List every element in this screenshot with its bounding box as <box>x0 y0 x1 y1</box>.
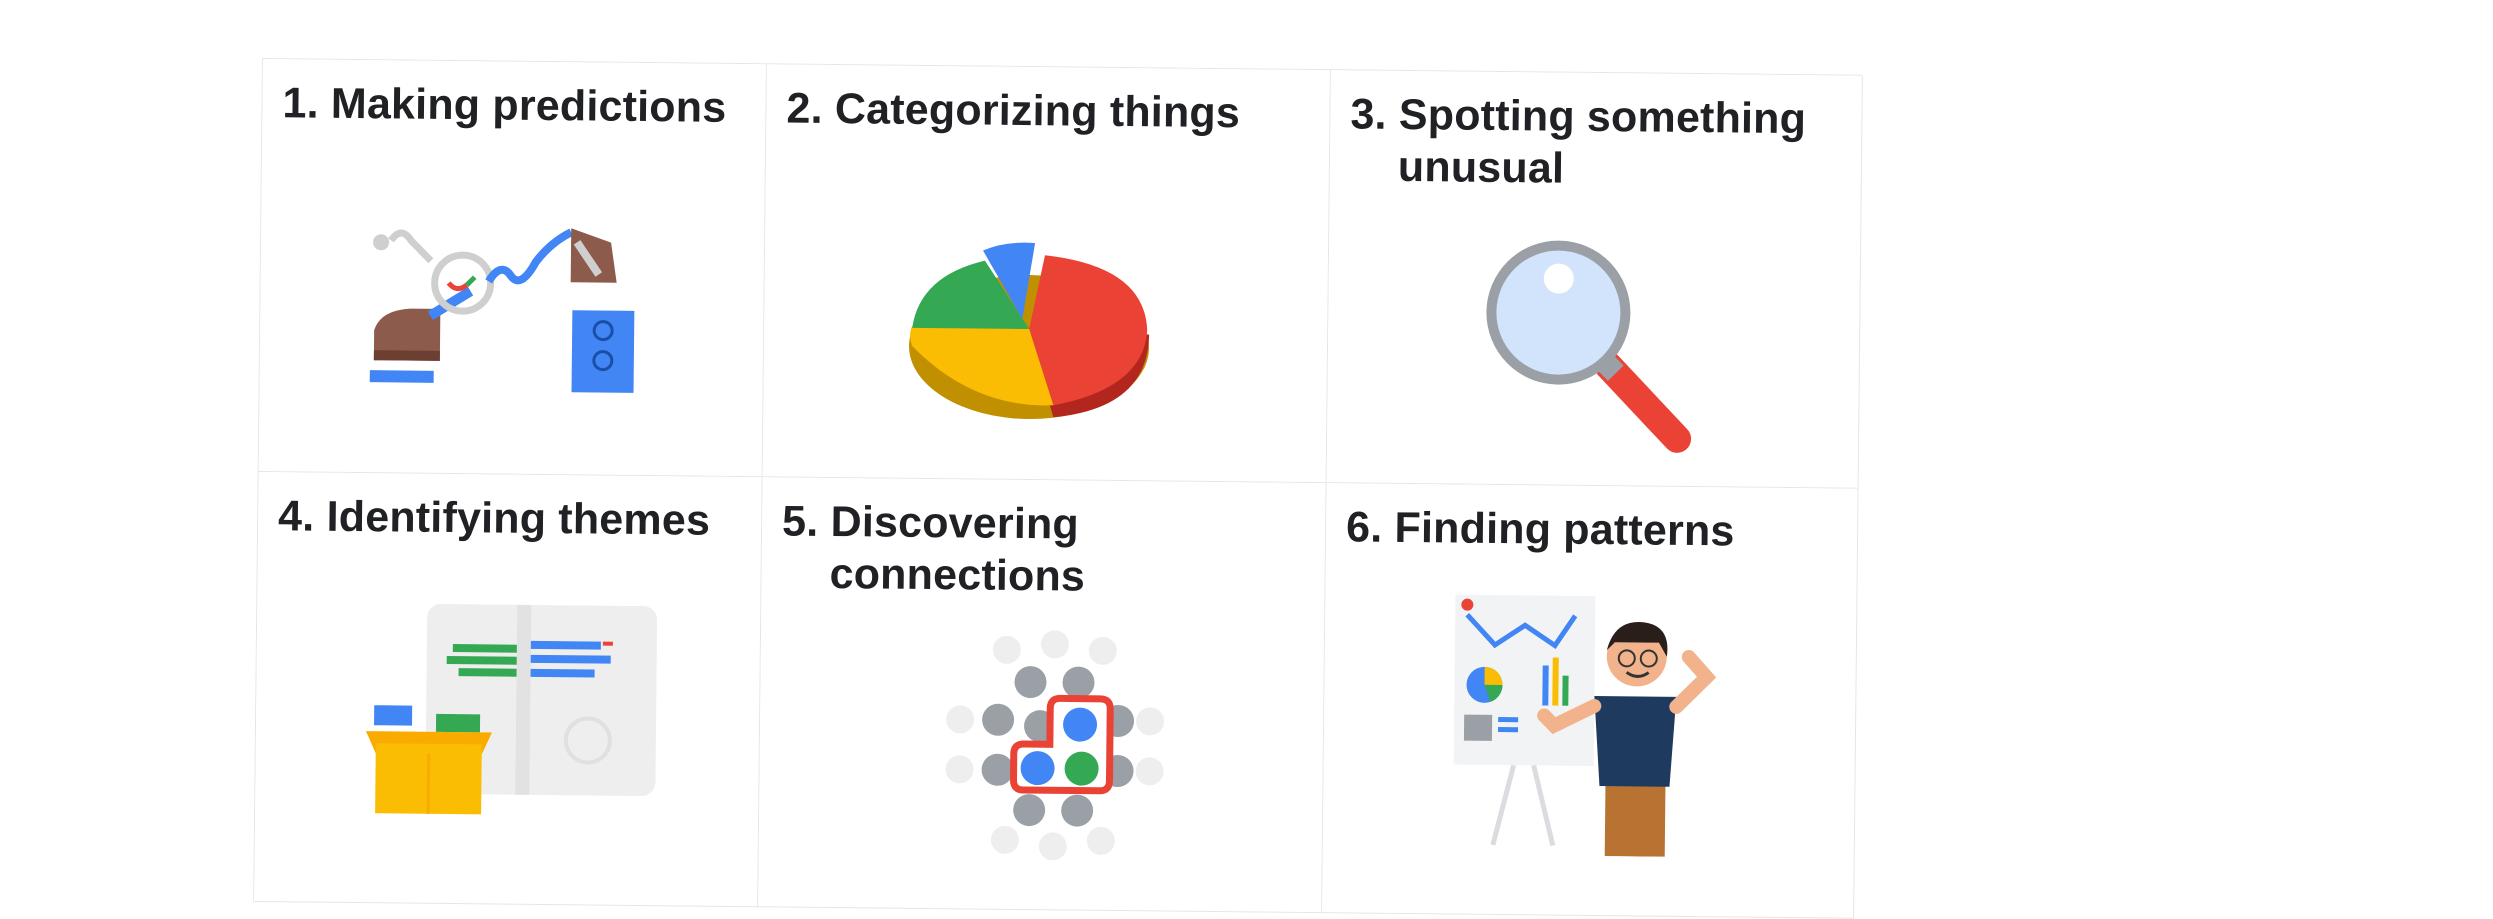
card-number: 5. <box>781 497 819 546</box>
card-title-text: Categorizing things <box>834 85 1241 138</box>
card-finding-patterns: 6. Finding patterns <box>1322 483 1859 919</box>
connected-dots-icon <box>945 630 1165 861</box>
card-title: 2. Categorizing things <box>786 82 1320 140</box>
card-making-predictions: 1. Making predictions <box>258 59 767 478</box>
card-identifying-themes: 4. Identifying themes <box>254 471 763 908</box>
card-title-text: Spotting something <box>1398 90 1807 144</box>
card-title-line2: unusual <box>1397 142 1565 193</box>
card-number: 3. <box>1350 90 1387 139</box>
card-title-text: Making predictions <box>330 79 727 132</box>
card-title: 1. Making predictions <box>282 77 756 134</box>
magnifying-glass-icon <box>1486 240 1692 453</box>
card-title: 3. Spotting something unusual <box>1350 88 1852 197</box>
card-spotting-something-unusual: 3. Spotting something unusual <box>1326 70 1863 489</box>
card-discovering-connections: 5. Discovering connections <box>758 477 1327 914</box>
card-title-text: Discovering <box>830 497 1080 549</box>
card-number: 1. <box>282 79 320 128</box>
card-title-text: Identifying themes <box>326 492 711 545</box>
card-title-text: Finding patterns <box>1394 503 1735 556</box>
capabilities-board: 1. Making predictions <box>253 58 1863 919</box>
card-number: 2. <box>786 84 824 133</box>
card-categorizing-things: 2. Categorizing things <box>762 64 1331 484</box>
card-title: 4. Identifying themes <box>278 490 752 547</box>
card-title: 5. Discovering connections <box>781 495 1315 605</box>
card-number: 4. <box>277 492 315 541</box>
presenter-chart-icon <box>1453 594 1717 857</box>
card-title-line2: connections <box>829 549 1086 601</box>
capabilities-grid: 1. Making predictions <box>253 58 1863 919</box>
sorting-box-icon <box>365 603 658 815</box>
card-number: 6. <box>1345 503 1383 552</box>
robot-arm-prediction-icon <box>369 228 635 393</box>
card-title: 6. Finding patterns <box>1346 501 1848 558</box>
pie-chart-icon <box>909 242 1150 420</box>
